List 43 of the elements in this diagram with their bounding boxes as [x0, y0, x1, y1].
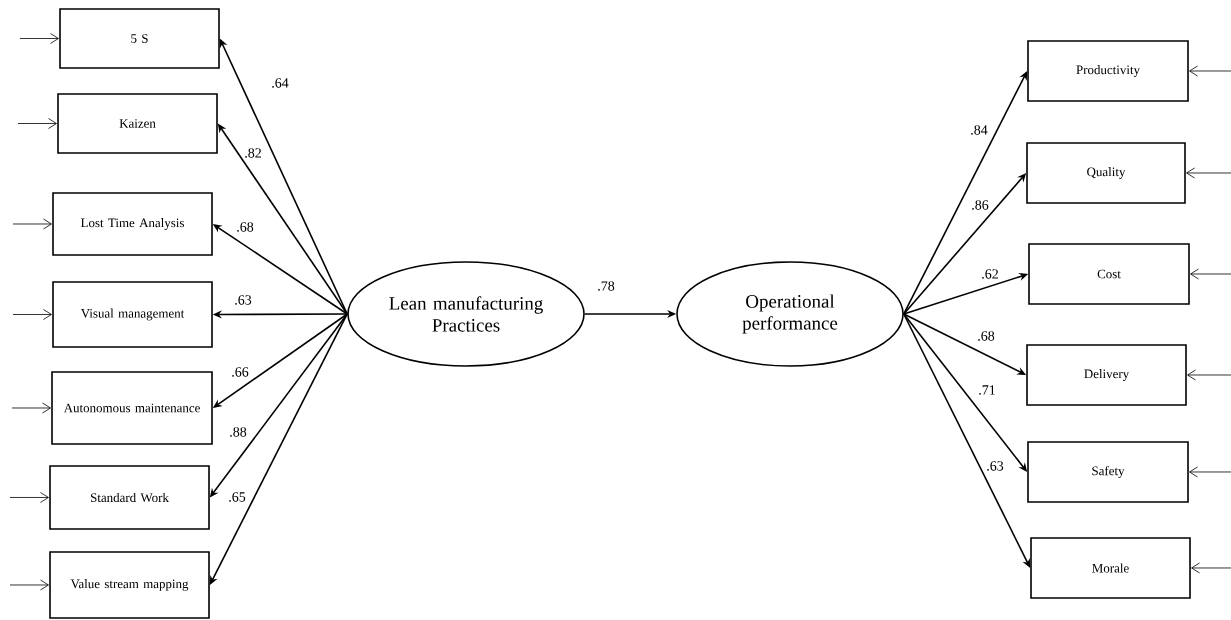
edge-label: .82: [243, 147, 263, 159]
indicator-box: Delivery: [1026, 344, 1187, 406]
edge-label: .86: [970, 199, 990, 211]
arrow: [209, 313, 348, 585]
indicator-box: Standard Work: [49, 465, 210, 530]
error-arrow: [19, 33, 59, 44]
edge-label: .71: [977, 384, 997, 396]
error-arrow: [1191, 562, 1231, 574]
indicator-box: Quality: [1026, 142, 1186, 204]
edge-label: .84: [969, 124, 989, 136]
error-arrow: [12, 309, 52, 320]
error-arrow: [1189, 65, 1231, 77]
edge-label: .68: [235, 221, 255, 233]
edge-label: .65: [227, 491, 247, 503]
indicator-box: Lost Time Analysis: [52, 192, 213, 256]
error-arrow: [1186, 167, 1231, 179]
indicator-box: Cost: [1028, 243, 1190, 305]
indicator-box: Productivity: [1027, 40, 1189, 102]
arrow: [903, 313, 1031, 568]
edge-label: .64: [270, 77, 290, 89]
edge-label: .63: [985, 460, 1005, 472]
indicator-box: Visual management: [52, 281, 213, 348]
error-arrow: [1187, 369, 1231, 381]
error-arrow: [1189, 466, 1231, 478]
edge-label: .78: [596, 280, 616, 292]
edge-label: .62: [980, 268, 1000, 280]
error-arrow: [17, 118, 57, 129]
edge-label: .88: [228, 426, 248, 438]
edge-label: .68: [976, 330, 996, 342]
error-arrow: [11, 402, 51, 414]
error-arrow: [12, 218, 52, 230]
indicator-box: Kaizen: [57, 93, 218, 154]
indicator-box: Autonomous maintenance: [51, 371, 213, 445]
indicator-box: Safety: [1027, 441, 1189, 503]
error-arrow: [1190, 268, 1231, 280]
edge-label: .66: [230, 366, 250, 378]
indicator-box: Value stream mapping: [49, 551, 210, 619]
edge-label: .63: [233, 294, 253, 306]
error-arrow: [9, 492, 49, 503]
error-arrow: [9, 579, 49, 591]
arrow: [903, 71, 1028, 315]
indicator-box: Morale: [1030, 537, 1191, 599]
indicator-box: 5 S: [59, 8, 220, 69]
